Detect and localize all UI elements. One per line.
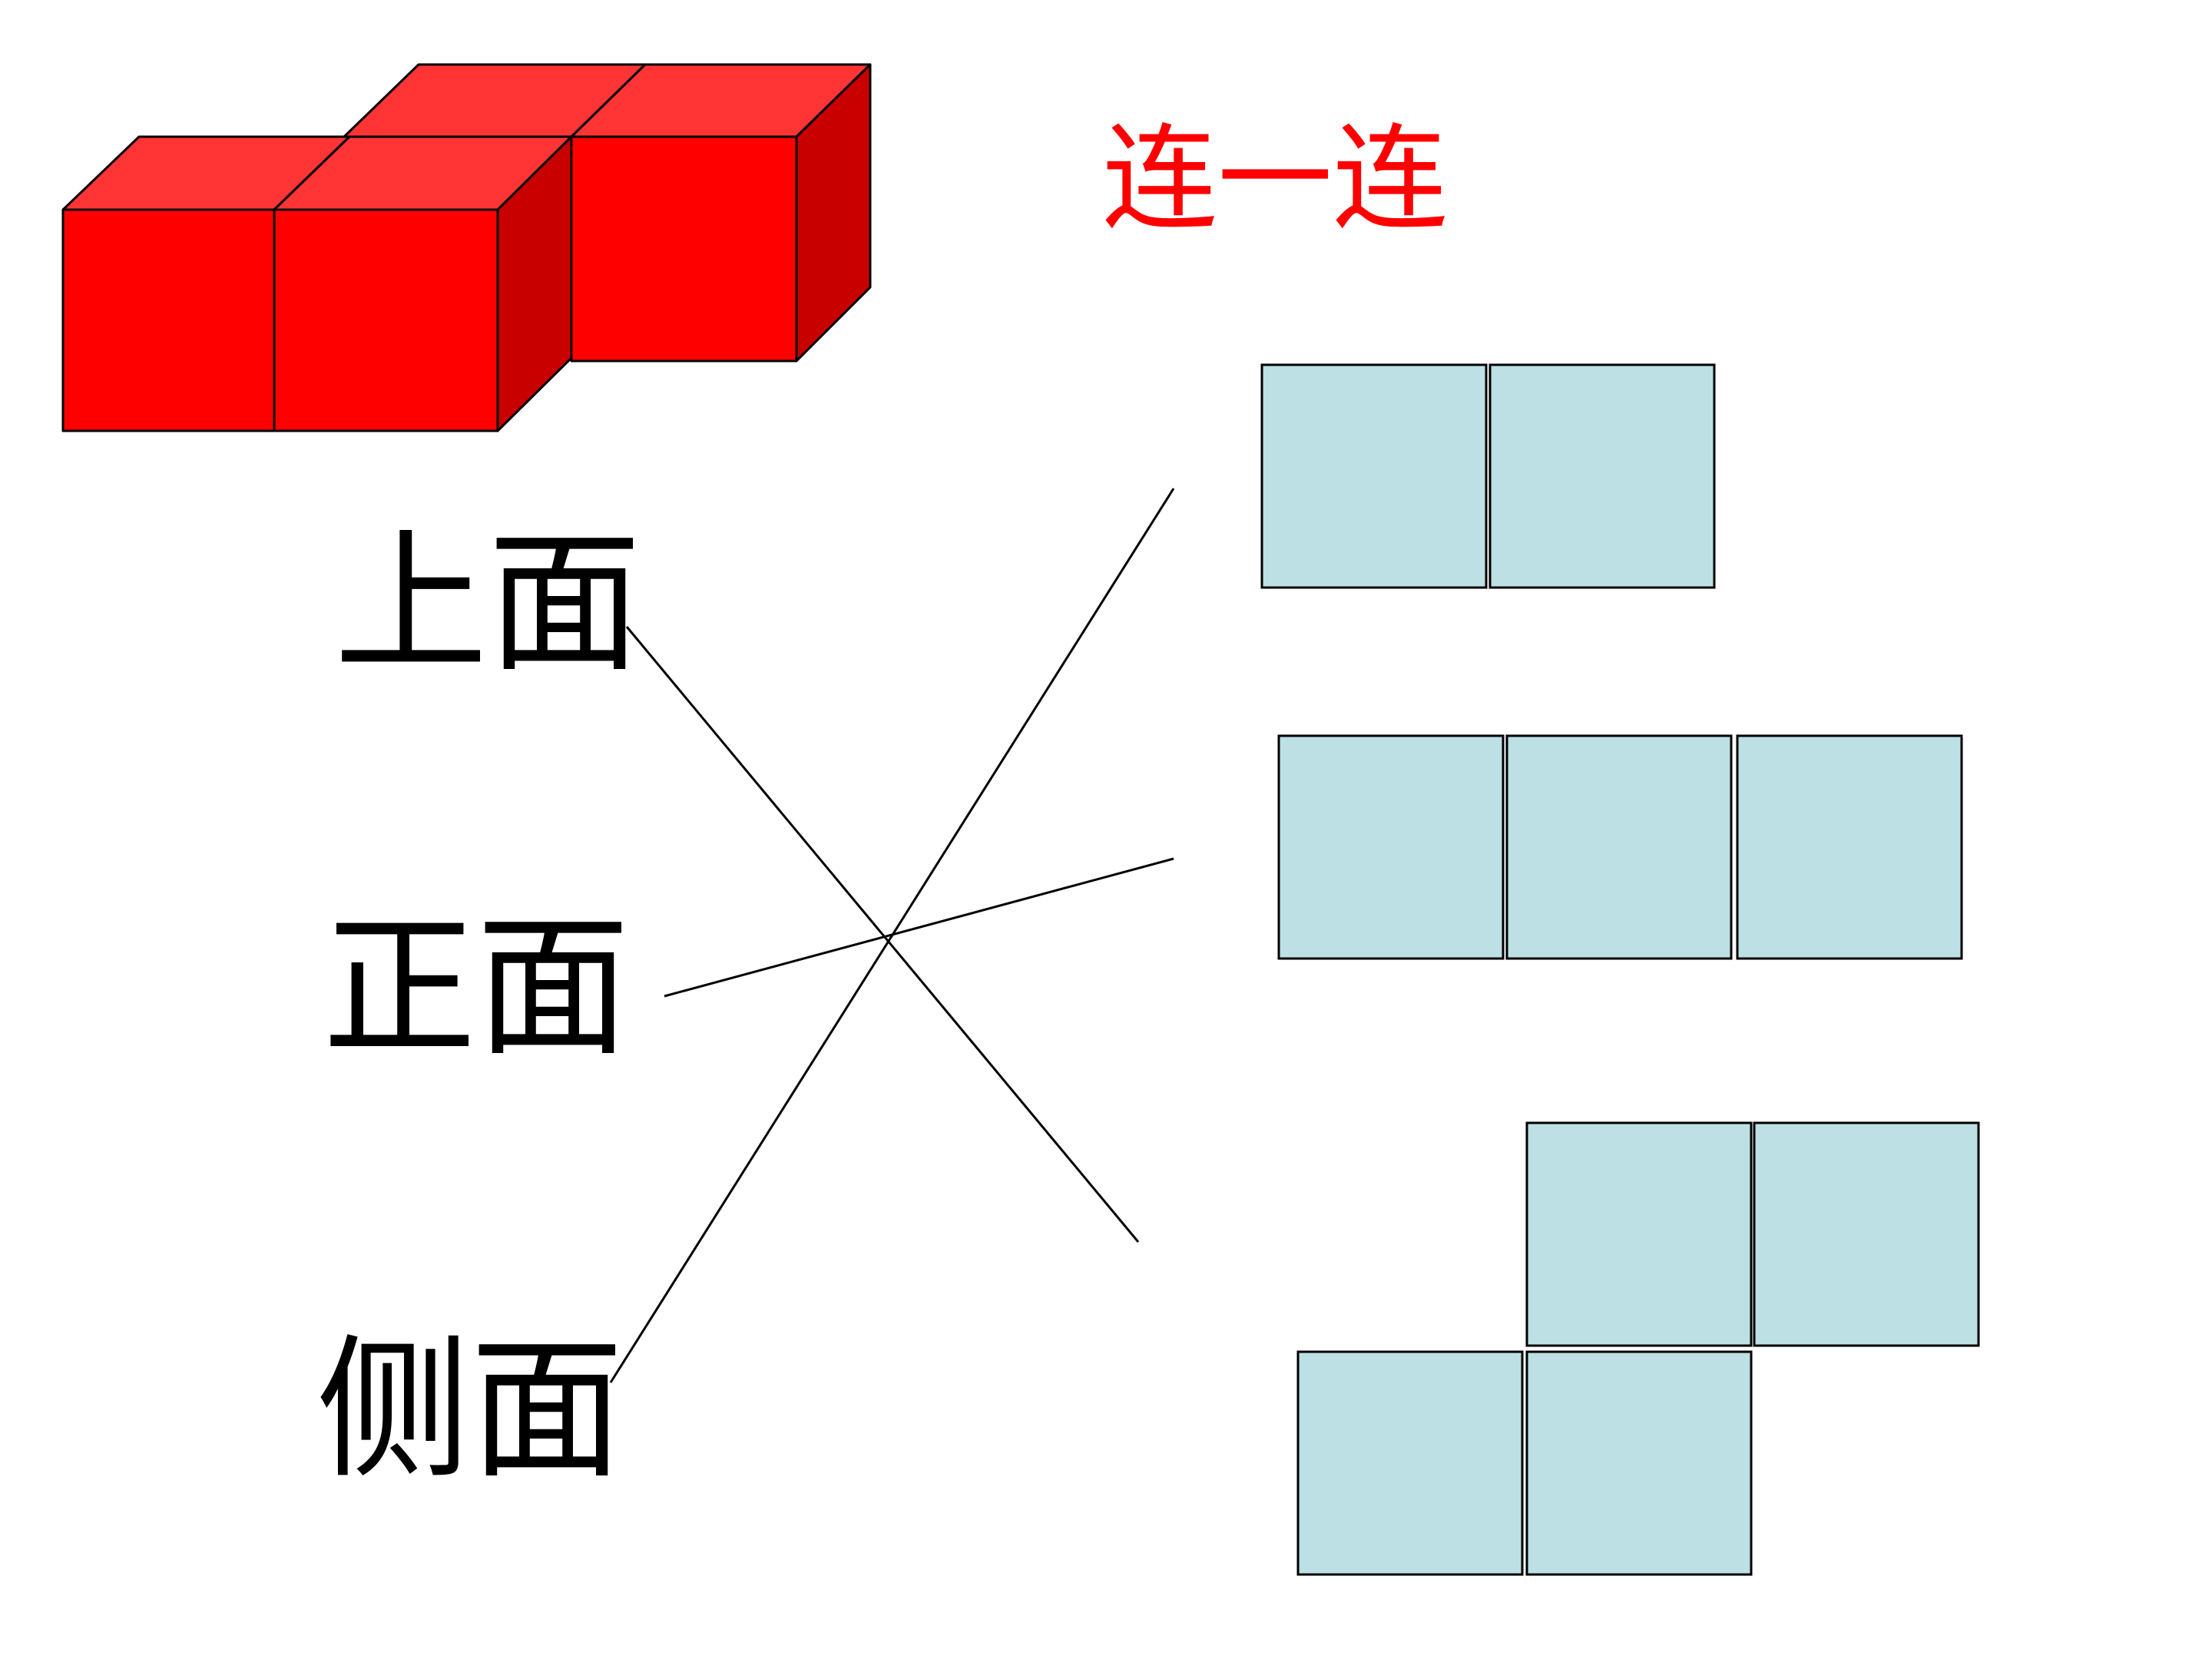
view-square [1505,734,1733,960]
view-square [1753,1121,1980,1347]
matching-lines [609,488,1175,1383]
connection-line-side[interactable] [609,488,1175,1383]
connection-line-top[interactable] [625,626,1140,1243]
cube-front-back-right [570,135,798,363]
label-top-view: 上面 [334,515,641,694]
cube-front-front-middle [273,208,499,432]
view-square [1736,734,1963,960]
connection-line-front[interactable] [664,857,1174,998]
page-title: 连一连 [1102,113,1448,247]
view-square [1296,1350,1524,1576]
cube-front-front-left [61,208,276,432]
view-two-squares-horizontal[interactable] [1260,363,1716,589]
label-side-view: 侧面 [316,1321,624,1500]
view-square [1277,734,1505,960]
view-square [1260,363,1488,589]
view-square [1525,1121,1753,1347]
view-square [1488,363,1716,589]
view-square [1525,1350,1753,1576]
cube-assembly [61,63,872,432]
view-four-squares-stepped[interactable] [1296,1121,1980,1576]
label-front-view: 正面 [323,899,630,1078]
view-three-squares-horizontal[interactable] [1277,734,1963,960]
